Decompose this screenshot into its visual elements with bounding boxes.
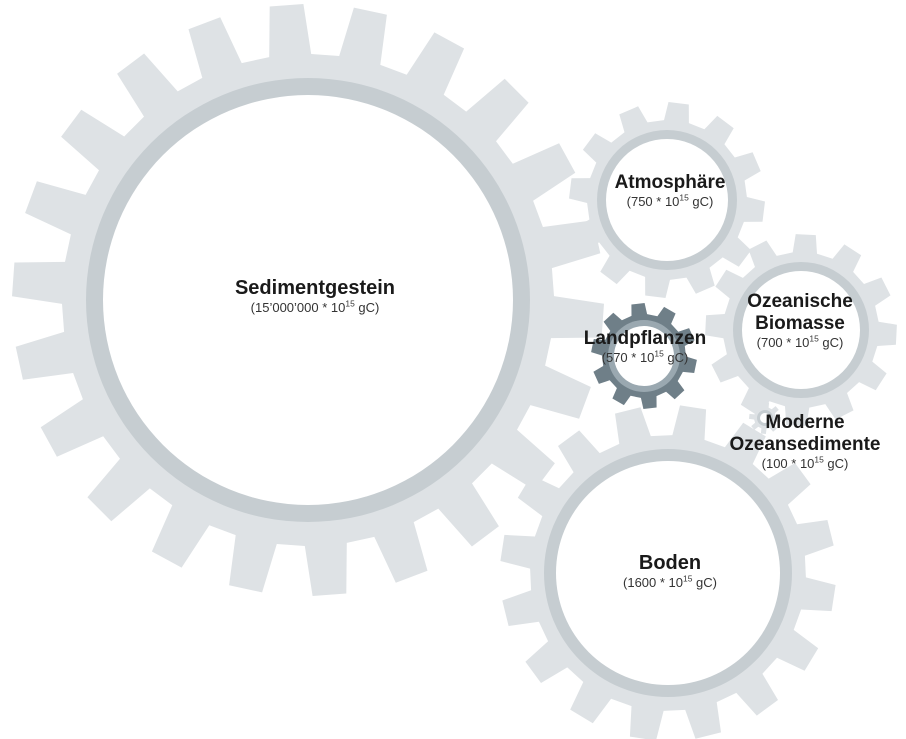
gear-hub — [606, 139, 728, 261]
gear-name: Atmosphäre — [614, 172, 726, 193]
gear-amount: (750 * 1015 gC) — [626, 192, 714, 209]
gear-hub — [103, 95, 513, 505]
gear-name: Ozeansedimente — [729, 434, 881, 455]
label-moderne-ozeansedimente: Moderne Ozeansedimente (100 * 1015 gC) — [710, 412, 900, 471]
exponent: 15 — [683, 573, 693, 584]
gear-amount: (570 * 1015 gC) — [601, 348, 689, 365]
exponent: 15 — [814, 454, 824, 465]
label-sedimentgestein: Sedimentgestein (15’000’000 * 1015 gC) — [200, 277, 430, 315]
label-atmosphaere: Atmosphäre (750 * 1015 gC) — [580, 172, 760, 209]
gear-hub — [556, 461, 780, 685]
exponent: 15 — [345, 298, 355, 309]
gear-sedimentgestein — [12, 4, 604, 596]
gear-name: Landpflanzen — [583, 328, 707, 349]
gear-amount: (15’000’000 * 1015 gC) — [250, 298, 380, 315]
exponent: 15 — [654, 348, 664, 359]
gear-amount: (700 * 1015 gC) — [756, 333, 844, 350]
gear-ozeanische-biomasse — [705, 234, 897, 426]
gear-name: Biomasse — [755, 313, 845, 334]
exponent: 15 — [809, 333, 819, 344]
gear-hub — [742, 271, 860, 389]
gear-name: Ozeanische — [747, 291, 853, 312]
gear-hub — [760, 413, 770, 423]
label-ozeanische-biomasse: Ozeanische Biomasse (700 * 1015 gC) — [725, 291, 875, 350]
gear-moderne-ozeansedimente — [749, 402, 781, 434]
gear-name: Boden — [638, 552, 702, 574]
gear-atmosphaere — [569, 102, 765, 298]
gear-boden — [500, 405, 836, 739]
gear-amount: (100 * 1015 gC) — [761, 454, 849, 471]
gear-amount: (1600 * 1015 gC) — [623, 573, 717, 590]
label-boden: Boden (1600 * 1015 gC) — [590, 552, 750, 590]
exponent: 15 — [679, 192, 689, 203]
gear-name: Sedimentgestein — [234, 277, 396, 299]
label-landpflanzen: Landpflanzen (570 * 1015 gC) — [565, 328, 725, 365]
gear-landpflanzen — [591, 303, 697, 409]
gear-hub — [614, 326, 674, 386]
gear-name: Moderne — [765, 412, 845, 433]
